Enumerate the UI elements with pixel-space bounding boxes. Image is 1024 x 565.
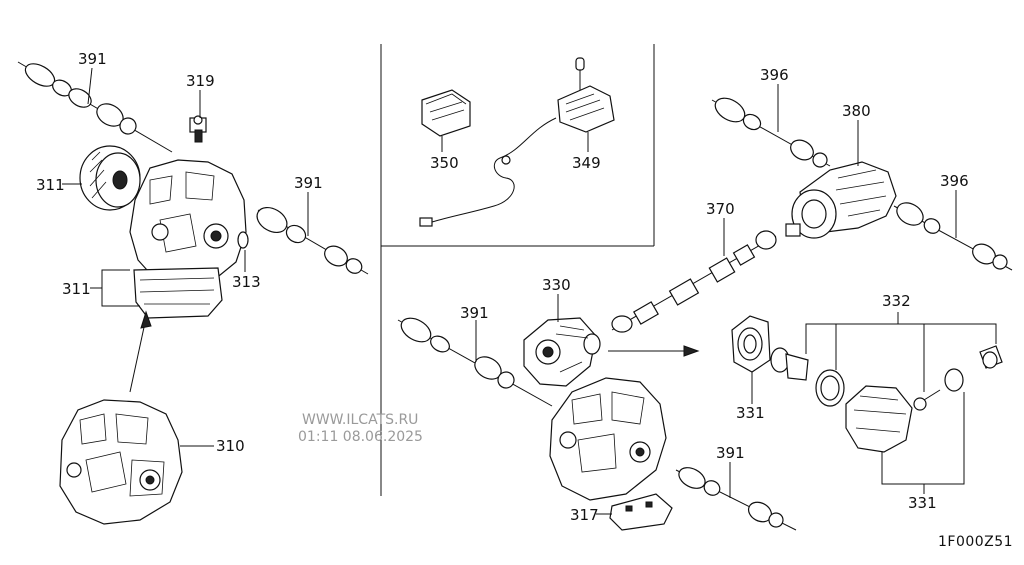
part-o-ring-313[interactable] [237, 231, 249, 249]
part-sensor-319[interactable] [189, 115, 207, 143]
leader-332-bracket [805, 323, 997, 354]
callout-311-a[interactable]: 311 [36, 176, 65, 194]
callout-350[interactable]: 350 [430, 154, 459, 172]
callout-331-b[interactable]: 331 [908, 494, 937, 512]
leader-331-b-bracket [881, 392, 965, 485]
callout-380[interactable]: 380 [842, 102, 871, 120]
callout-317[interactable]: 317 [570, 506, 599, 524]
part-control-unit-350[interactable] [421, 89, 471, 137]
diagram-code: 1F000Z51 [938, 534, 1013, 550]
part-drive-shaft-391-d[interactable] [675, 463, 797, 531]
callout-313[interactable]: 313 [232, 273, 261, 291]
part-shift-lever-349[interactable] [419, 57, 615, 227]
part-transmission-assembly-310[interactable] [59, 399, 183, 525]
callout-310[interactable]: 310 [216, 437, 245, 455]
callout-391-d[interactable]: 391 [716, 444, 745, 462]
part-propeller-shaft-370[interactable] [611, 230, 777, 333]
callout-391-b[interactable]: 391 [294, 174, 323, 192]
callout-labels: 391 319 311 391 313 311 310 350 349 396 … [36, 50, 969, 524]
part-drive-shaft-396-b[interactable] [893, 198, 1013, 271]
callout-311-b[interactable]: 311 [62, 280, 91, 298]
part-drive-shaft-396-a[interactable] [711, 93, 831, 169]
callout-396-b[interactable]: 396 [940, 172, 969, 190]
callout-349[interactable]: 349 [572, 154, 601, 172]
leader-391-a [87, 67, 93, 105]
callout-370[interactable]: 370 [706, 200, 735, 218]
assembly-arrow-up [129, 310, 152, 393]
part-drive-shaft-391-b[interactable] [253, 202, 369, 276]
part-plate-317[interactable] [609, 493, 673, 531]
part-torque-converter-311[interactable] [79, 145, 141, 211]
callout-396-a[interactable]: 396 [760, 66, 789, 84]
panel-dividers [380, 44, 655, 496]
part-transfer-cover-331[interactable] [731, 315, 771, 373]
part-transmission-center[interactable] [549, 377, 667, 501]
part-set-332[interactable] [770, 345, 1003, 407]
part-transmission-case[interactable] [129, 159, 247, 319]
part-differential-380[interactable] [785, 161, 897, 239]
callout-391-a[interactable]: 391 [78, 50, 107, 68]
assembly-arrow-right [608, 345, 700, 357]
part-drive-shaft-391-a[interactable] [17, 59, 173, 153]
part-drive-shaft-391-c[interactable] [397, 313, 553, 407]
callout-319[interactable]: 319 [186, 72, 215, 90]
watermark-line-2: 01:11 08.06.2025 [298, 429, 423, 445]
callout-330[interactable]: 330 [542, 276, 571, 294]
callout-332[interactable]: 332 [882, 292, 911, 310]
callout-331-a[interactable]: 331 [736, 404, 765, 422]
callout-391-c[interactable]: 391 [460, 304, 489, 322]
watermark-line-1: WWW.ILCATS.RU [302, 412, 418, 428]
part-transfer-330[interactable] [523, 317, 601, 387]
part-transfer-housing-331[interactable] [845, 385, 941, 453]
